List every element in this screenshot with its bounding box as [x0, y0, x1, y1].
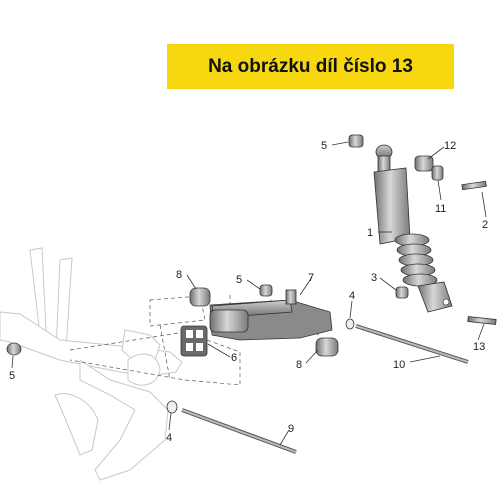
long-bolt-9 [181, 408, 297, 454]
leader-lines [11, 141, 487, 446]
callout-4-bottom: 4 [166, 432, 172, 444]
callout-5-top: 5 [321, 140, 327, 152]
callout-6: 6 [231, 352, 237, 364]
callout-7: 7 [308, 272, 314, 284]
washer-4-bottom [166, 400, 178, 414]
callout-11: 11 [435, 203, 446, 215]
sleeve-11 [431, 165, 444, 181]
callout-4-mid: 4 [349, 290, 355, 302]
bushing-8-bottom [315, 337, 339, 357]
shock-absorber [373, 144, 453, 313]
bolt-13 [467, 316, 497, 325]
nut-5-left [6, 342, 22, 356]
callout-13: 13 [473, 341, 485, 353]
banner-text: Na obrázku díl číslo 13 [208, 55, 413, 77]
callout-8-top: 8 [176, 269, 182, 281]
washer-4-mid [345, 318, 355, 330]
callout-12: 12 [444, 140, 456, 152]
rubber-block-6 [180, 325, 208, 357]
callout-5-mid: 5 [236, 274, 242, 286]
callout-5-left: 5 [9, 370, 15, 382]
bushing-12 [414, 155, 434, 172]
bushing-top-5 [348, 134, 364, 148]
nut-5-mid [259, 284, 273, 297]
bushing-8-top [189, 287, 211, 307]
swing-arm [209, 289, 333, 341]
bushing-3 [395, 286, 409, 299]
long-bolt-10 [355, 324, 469, 364]
callout-8-bottom: 8 [296, 359, 302, 371]
callout-3: 3 [371, 272, 377, 284]
scooter-frame [0, 247, 183, 481]
callout-1: 1 [367, 227, 373, 239]
part-number-banner: Na obrázku díl číslo 13 [167, 44, 454, 89]
callout-9: 9 [288, 423, 294, 435]
callout-10: 10 [393, 359, 405, 371]
bolt-2 [461, 180, 487, 191]
callout-labels: 5 12 11 2 1 3 13 8 5 7 4 8 10 6 5 4 9 [9, 140, 488, 444]
callout-2: 2 [482, 219, 488, 231]
